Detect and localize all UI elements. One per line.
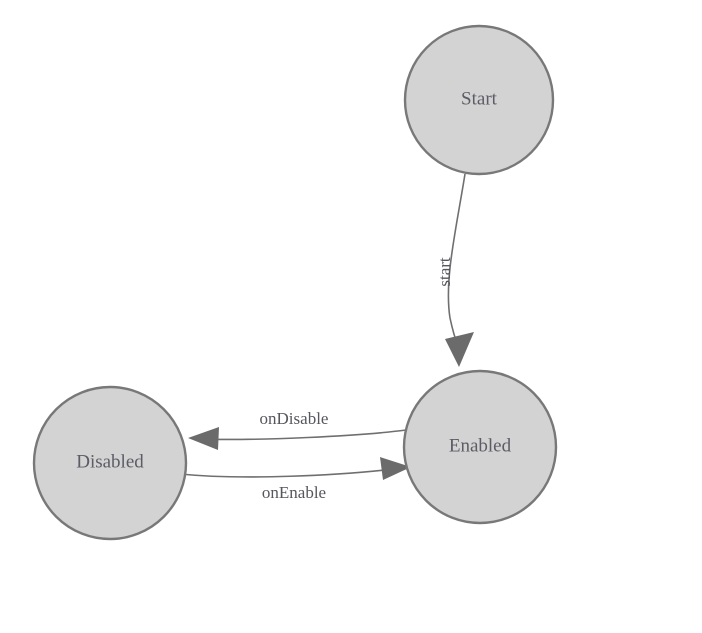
edge-on-enable-label: onEnable	[262, 483, 326, 502]
edge-on-disable-arrowhead	[188, 427, 219, 450]
edge-on-disable[interactable]: onDisable	[188, 409, 407, 450]
edge-start-arrowhead	[445, 332, 474, 367]
edge-on-enable-path	[179, 467, 403, 478]
edge-on-enable-arrowhead	[380, 457, 411, 480]
node-enabled-circle	[402, 369, 558, 525]
node-disabled[interactable]: Disabled	[32, 385, 188, 541]
edge-on-enable[interactable]: onEnable	[179, 457, 411, 502]
edge-on-disable-path	[195, 429, 407, 441]
edge-start-label: start	[435, 257, 454, 287]
node-enabled-label: Enabled	[449, 435, 512, 456]
node-disabled-circle	[32, 385, 188, 541]
node-start-label: Start	[461, 88, 498, 109]
node-start[interactable]: Start	[403, 24, 555, 176]
node-start-circle	[403, 24, 555, 176]
edge-start[interactable]: start	[435, 173, 474, 367]
edge-on-disable-label: onDisable	[260, 409, 329, 428]
node-disabled-label: Disabled	[76, 451, 144, 472]
node-enabled[interactable]: Enabled	[402, 369, 558, 525]
